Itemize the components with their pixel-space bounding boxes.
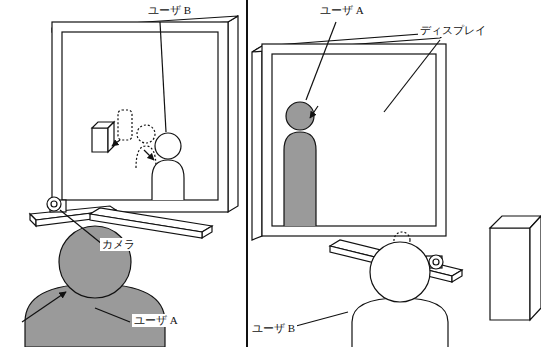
object-box <box>490 216 541 320</box>
user-b-figure <box>352 242 448 347</box>
label: ユーザ A <box>132 314 180 327</box>
label: ユーザ A <box>318 4 366 17</box>
label: ディスプレイ <box>418 24 488 37</box>
divider <box>246 0 248 347</box>
right-display <box>252 32 448 240</box>
label: ユーザ B <box>146 4 193 17</box>
left-display <box>52 16 238 212</box>
label: カメラ <box>100 238 137 251</box>
label: ユーザ B <box>250 322 297 335</box>
left-camera-arm <box>30 197 212 238</box>
user-a-figure <box>22 226 165 347</box>
